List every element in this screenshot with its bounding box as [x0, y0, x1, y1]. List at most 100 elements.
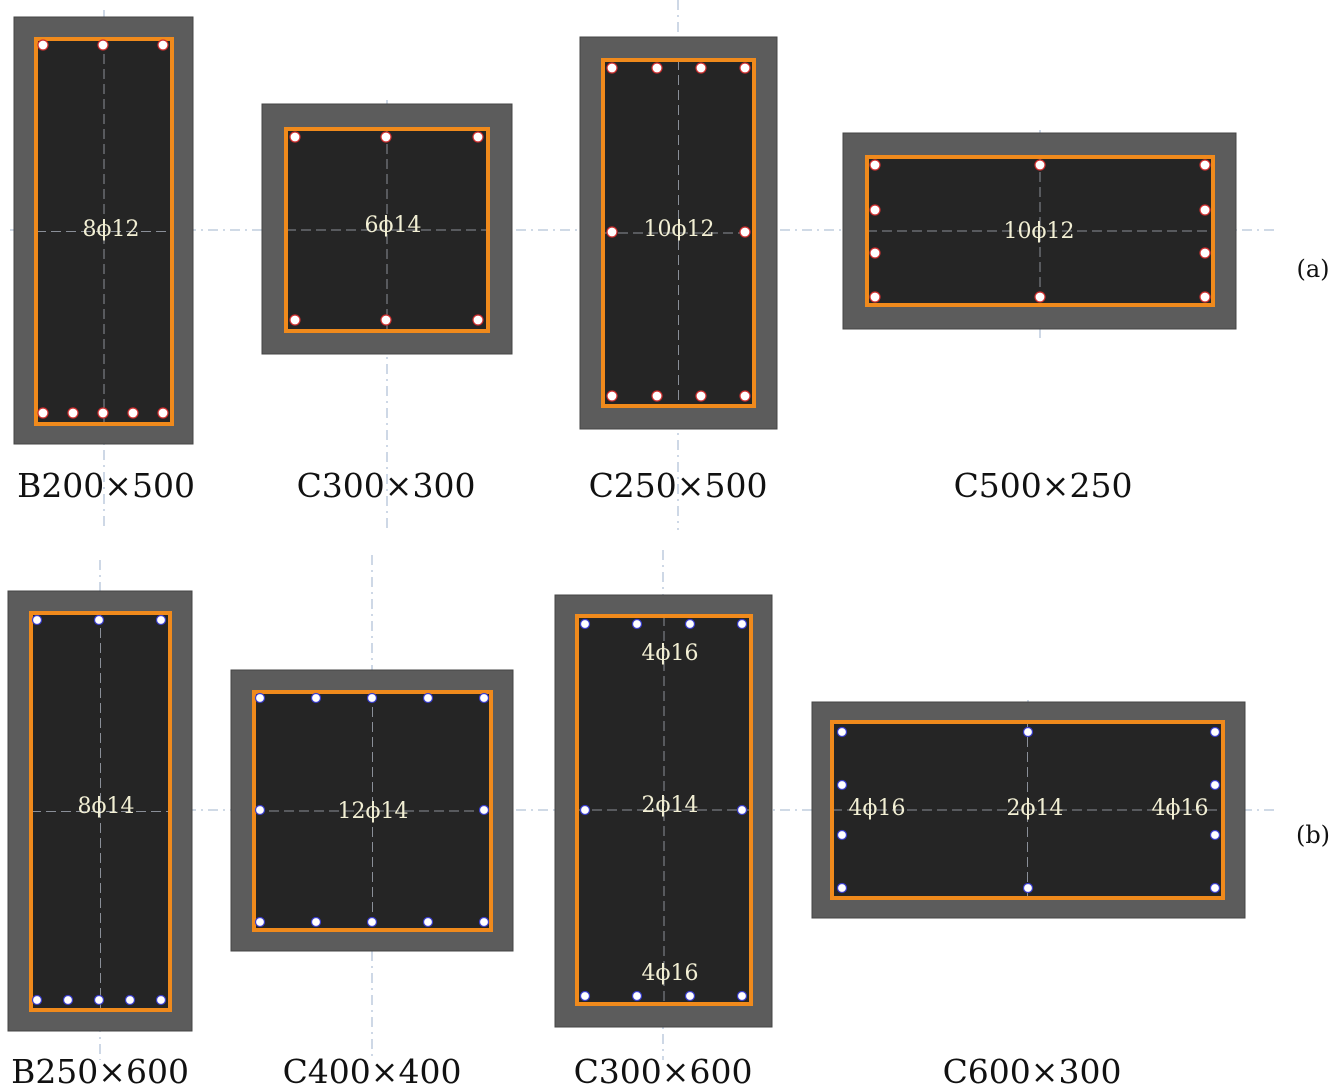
stirrup: [34, 37, 174, 426]
rebar-bar: [684, 990, 696, 1002]
rebar-label-c300x600-bottom: 4ϕ16: [642, 961, 699, 986]
rebar-bar: [93, 614, 105, 626]
rebar-bar: [310, 916, 322, 928]
rebar-bar: [1209, 829, 1221, 841]
row-label-a: (a): [1296, 255, 1329, 283]
rebar-bar: [695, 62, 707, 74]
rebar-bar: [157, 407, 169, 419]
caption-c500x250: C500×250: [954, 466, 1133, 505]
rebar-bar: [422, 916, 434, 928]
stirrup: [252, 690, 493, 932]
section-c500x250: [842, 132, 1237, 330]
rebar-bar: [1209, 779, 1221, 791]
rebar-bar: [836, 829, 848, 841]
rebar-bar: [579, 618, 591, 630]
rebar-bar: [1199, 204, 1211, 216]
rebar-bar: [127, 407, 139, 419]
rebar-bar: [631, 618, 643, 630]
caption-c400x400: C400×400: [283, 1052, 462, 1090]
rebar-bar: [1022, 882, 1034, 894]
rebar-bar: [869, 247, 881, 259]
section-c250x500: [579, 36, 778, 430]
rebar-bar: [579, 804, 591, 816]
rebar-bar: [836, 726, 848, 738]
rebar-bar: [478, 804, 490, 816]
rebar-bar: [62, 994, 74, 1006]
rebar-label-c600x300-middle: 2ϕ14: [1007, 796, 1064, 821]
caption-c250x500: C250×500: [589, 466, 768, 505]
stirrup: [865, 155, 1215, 307]
rebar-bar: [472, 131, 484, 143]
rebar-bar: [478, 692, 490, 704]
row-label-b: (b): [1296, 821, 1330, 849]
rebar-bar: [366, 692, 378, 704]
rebar-bar: [254, 804, 266, 816]
rebar-bar: [478, 916, 490, 928]
rebar-bar: [869, 204, 881, 216]
rebar-bar: [254, 916, 266, 928]
rebar-bar: [736, 618, 748, 630]
stirrup: [601, 58, 756, 408]
rebar-bar: [310, 692, 322, 704]
cross-sections: [7, 16, 1246, 1032]
stirrup: [575, 614, 753, 1006]
rebar-bar: [869, 159, 881, 171]
rebar-bar: [31, 614, 43, 626]
rebar-bar: [1199, 247, 1211, 259]
rebar-bar: [289, 131, 301, 143]
rebar-bar: [254, 692, 266, 704]
rebar-bar: [739, 62, 751, 74]
rebar-bar: [684, 618, 696, 630]
section-c300x600: [554, 594, 773, 1028]
rebar-bar: [124, 994, 136, 1006]
rebar-label-b200x500: 8ϕ12: [83, 217, 140, 242]
rebar-bar: [93, 994, 105, 1006]
rebar-bar: [739, 226, 751, 238]
rebar-bar: [422, 692, 434, 704]
rebar-label-c500x250: 10ϕ12: [1004, 219, 1075, 244]
section-c600x300: [811, 701, 1246, 919]
rebar-label-c300x300: 6ϕ14: [365, 213, 422, 238]
rebar-bar: [289, 314, 301, 326]
section-c300x300: [261, 103, 513, 355]
rebar-bar: [836, 882, 848, 894]
caption-c600x300: C600×300: [943, 1052, 1122, 1090]
rebar-label-c600x300-left: 4ϕ16: [849, 796, 906, 821]
rebar-bar: [97, 407, 109, 419]
rebar-bar: [579, 990, 591, 1002]
rebar-bar: [1034, 159, 1046, 171]
rebar-bar: [1209, 882, 1221, 894]
stirrup: [284, 127, 490, 333]
stirrup: [830, 720, 1225, 900]
rebar-bar: [1199, 159, 1211, 171]
rebar-bar: [155, 614, 167, 626]
rebar-bar: [739, 390, 751, 402]
rebar-bar: [380, 131, 392, 143]
rebar-label-c300x600-top: 4ϕ16: [642, 641, 699, 666]
caption-b250x600: B250×600: [11, 1052, 189, 1090]
section-b250x600: [7, 590, 193, 1032]
rebar-bar: [606, 226, 618, 238]
rebar-label-c600x300-right: 4ϕ16: [1152, 796, 1209, 821]
rebar-bar: [37, 407, 49, 419]
rebar-bar: [380, 314, 392, 326]
rebar-label-c400x400: 12ϕ14: [338, 799, 409, 824]
rebar-bar: [651, 62, 663, 74]
rebar-bar: [869, 291, 881, 303]
caption-c300x600: C300×600: [574, 1052, 753, 1090]
caption-c300x300: C300×300: [297, 466, 476, 505]
rebar-label-c250x500: 10ϕ12: [644, 217, 715, 242]
rebar-bar: [1209, 726, 1221, 738]
rebar-bar: [67, 407, 79, 419]
rebar-bar: [836, 779, 848, 791]
section-b200x500: [13, 16, 194, 445]
rebar-label-c300x600-middle: 2ϕ14: [642, 793, 699, 818]
rebar-bar: [736, 804, 748, 816]
rebar-bar: [157, 39, 169, 51]
rebar-bar: [37, 39, 49, 51]
section-c400x400: [230, 669, 514, 952]
rebar-bar: [651, 390, 663, 402]
rebar-bar: [1022, 726, 1034, 738]
caption-b200x500: B200×500: [17, 466, 195, 505]
